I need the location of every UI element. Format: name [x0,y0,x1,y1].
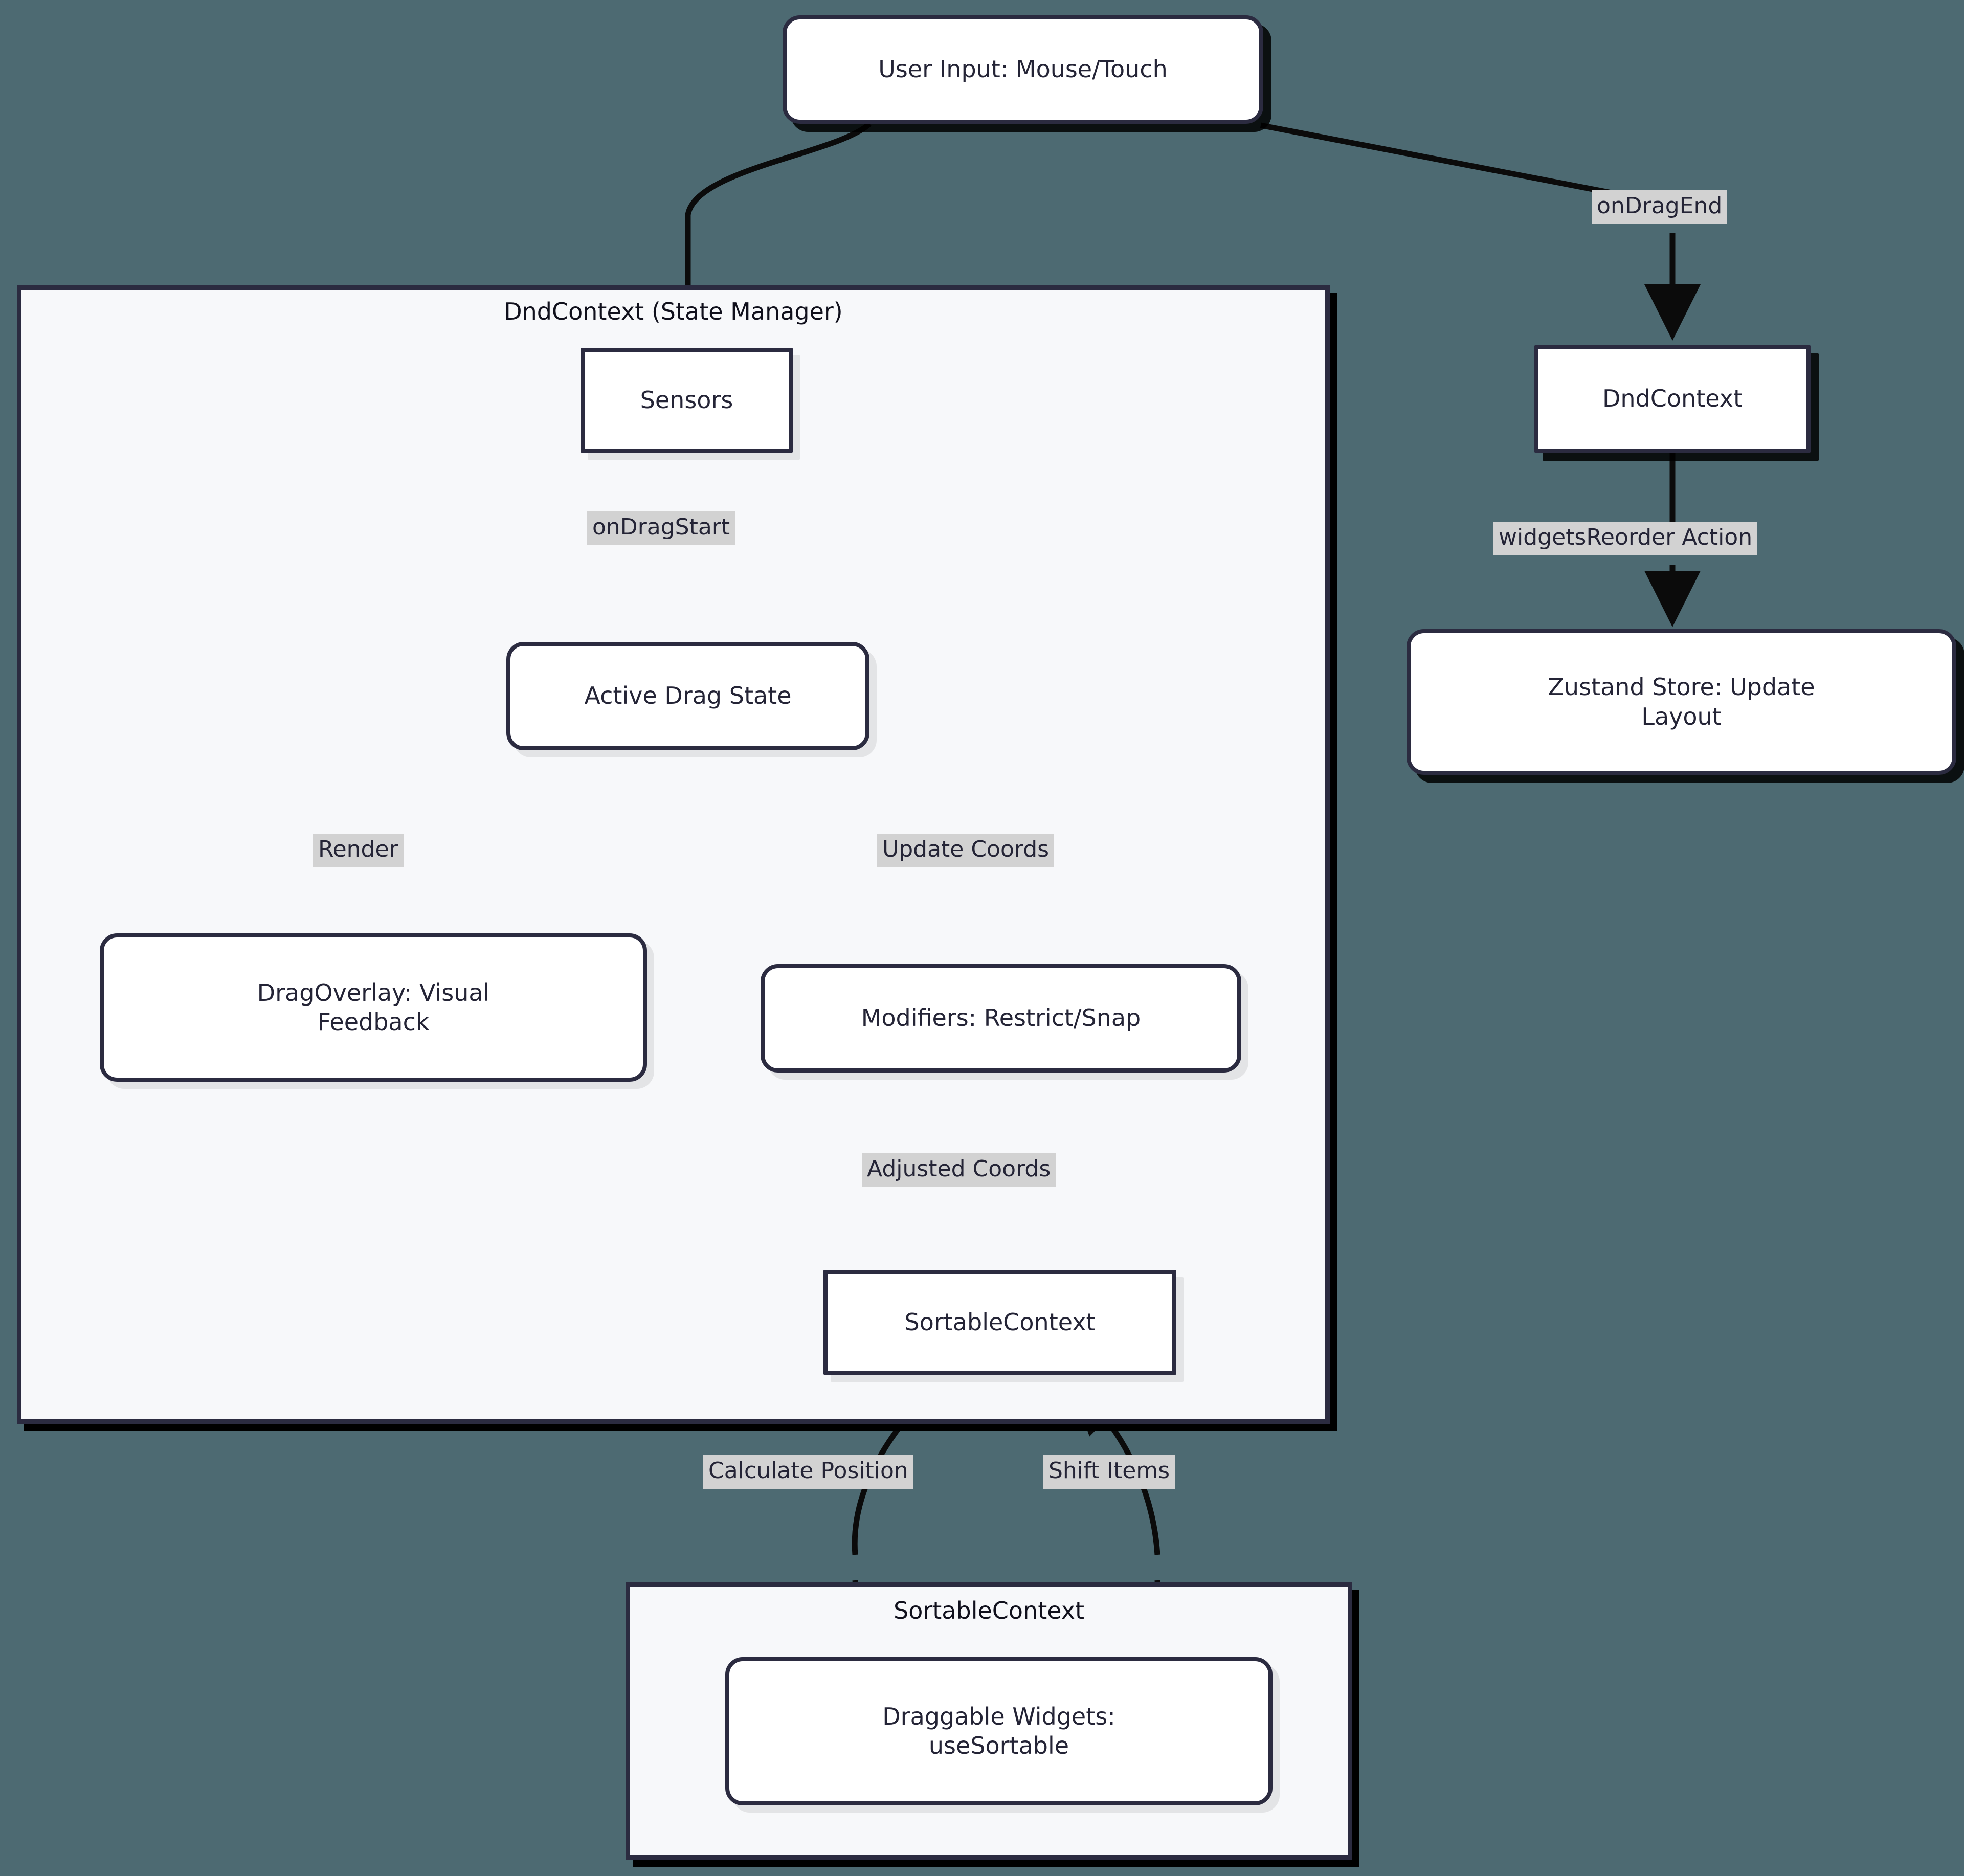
node-user-input[interactable]: User Input: Mouse/Touch [783,15,1263,124]
node-sortablecontext[interactable]: SortableContext [823,1270,1176,1375]
edge-label-ondragstart: onDragStart [587,511,735,545]
edge-label-render: Render [313,834,404,867]
node-sortablecontext-label: SortableContext [904,1308,1096,1336]
edge-label-ondragend: onDragEnd [1592,190,1728,224]
node-draggable-widgets[interactable]: Draggable Widgets: useSortable [725,1657,1273,1805]
edge-user-input-to-sensors [660,121,872,343]
subgraph-dndcontext-state-manager [17,285,1330,1424]
node-draggable-widgets-label-line2: useSortable [928,1732,1069,1759]
node-active-drag-state[interactable]: Active Drag State [506,642,869,750]
node-sensors-label: Sensors [640,386,733,414]
edge-label-calculate-position: Calculate Position [703,1455,913,1489]
node-drag-overlay-label-line2: Feedback [317,1008,430,1036]
node-zustand-store[interactable]: Zustand Store: Update Layout [1407,629,1956,775]
node-drag-overlay-label-line1: DragOverlay: Visual [257,978,490,1007]
node-zustand-store-label-line1: Zustand Store: Update [1548,673,1815,701]
node-dndcontext-label: DndContext [1602,385,1743,413]
node-modifiers-label: Modifiers: Restrict/Snap [861,1004,1141,1032]
edge-label-widgetsreorder-action: widgetsReorder Action [1493,522,1758,555]
node-active-drag-state-label: Active Drag State [584,682,792,710]
edge-label-shift-items: Shift Items [1043,1455,1175,1489]
node-sensors[interactable]: Sensors [581,348,793,453]
node-modifiers[interactable]: Modifiers: Restrict/Snap [761,964,1241,1073]
edge-label-adjusted-coords: Adjusted Coords [862,1153,1056,1187]
node-zustand-store-label-line2: Layout [1641,702,1722,730]
node-drag-overlay[interactable]: DragOverlay: Visual Feedback [100,933,647,1082]
node-dndcontext[interactable]: DndContext [1534,345,1811,453]
node-draggable-widgets-label-line1: Draggable Widgets: [882,1702,1115,1730]
edge-label-update-coords: Update Coords [877,834,1055,867]
node-user-input-label: User Input: Mouse/Touch [878,55,1168,83]
